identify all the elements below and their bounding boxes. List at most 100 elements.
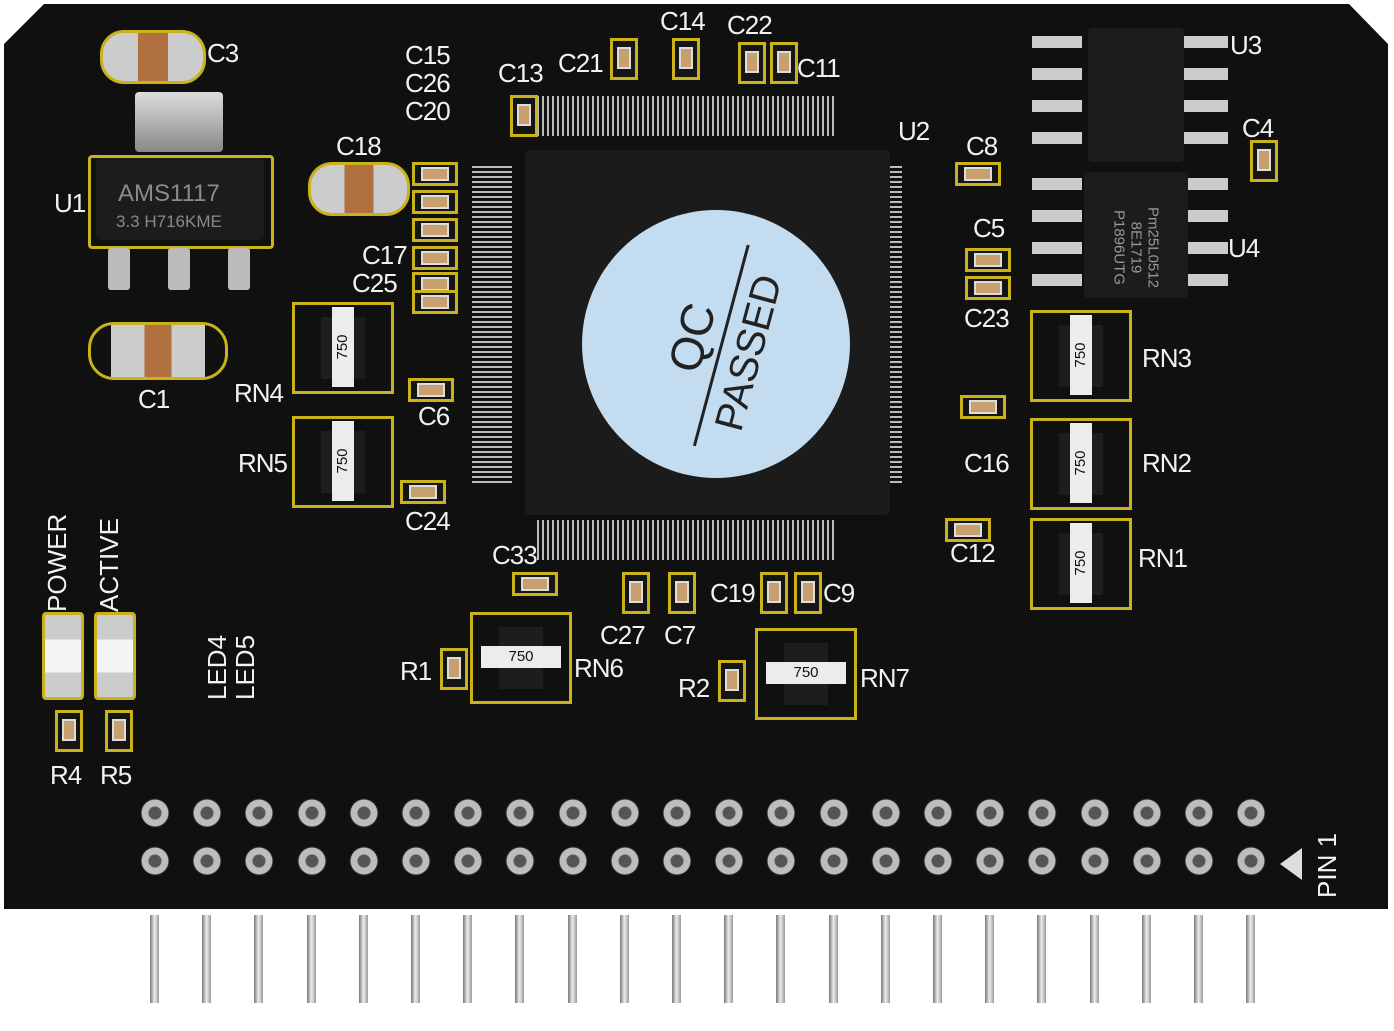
header-pin <box>985 915 995 1003</box>
label-r2: R2 <box>678 673 710 703</box>
header-pin <box>933 915 942 1003</box>
label-c12: C12 <box>950 538 996 568</box>
label-c25: C25 <box>352 268 398 298</box>
led5 <box>94 612 136 700</box>
header-hole-top <box>401 798 431 828</box>
header-pin <box>515 915 525 1003</box>
smd-capacitor <box>672 38 700 80</box>
u3-chip <box>1088 28 1184 162</box>
header-hole-top <box>296 798 327 828</box>
led4 <box>42 612 84 700</box>
label-c18: C18 <box>336 131 382 161</box>
regulator-pin <box>168 248 190 290</box>
label-c7: C7 <box>664 620 696 650</box>
header-pin <box>1089 915 1099 1003</box>
header-hole-bottom <box>923 846 953 876</box>
label-c3: C3 <box>207 38 239 68</box>
label-rn4: RN4 <box>234 378 284 408</box>
header-pin <box>567 915 577 1003</box>
header-hole-bottom <box>1079 846 1110 876</box>
header-pin <box>1194 915 1203 1003</box>
smd-capacitor <box>510 95 538 137</box>
label-c21: C21 <box>558 48 604 78</box>
header-pin <box>672 915 681 1003</box>
label-c16: C16 <box>964 448 1010 478</box>
u4-chip: Pm25L0512 8E1719 P1896UTG <box>1084 172 1188 298</box>
header-hole-bottom <box>766 846 797 876</box>
label-u2: U2 <box>898 116 930 146</box>
resistor-network-value: 750 <box>332 307 354 387</box>
header-hole-top <box>244 798 275 828</box>
smd-capacitor <box>718 660 746 702</box>
header-hole-bottom <box>192 846 223 876</box>
label-c5: C5 <box>973 213 1005 243</box>
label-c27: C27 <box>600 620 646 650</box>
header-pin <box>828 915 838 1003</box>
header-hole-bottom <box>296 846 327 876</box>
label-c22: C22 <box>727 10 773 40</box>
smd-capacitor <box>412 290 458 314</box>
smd-capacitor <box>738 42 766 84</box>
label-c8: C8 <box>966 131 998 161</box>
label-c1: C1 <box>138 384 170 414</box>
header-pin <box>1141 915 1151 1003</box>
label-c9: C9 <box>823 578 855 608</box>
header-pin <box>463 915 473 1003</box>
pin1-triangle-icon <box>1280 848 1302 880</box>
header-hole-bottom <box>140 846 170 876</box>
header-hole-bottom <box>453 846 484 876</box>
header-pin <box>1246 915 1256 1003</box>
header-hole-top <box>662 798 692 828</box>
header-pin <box>1037 915 1047 1003</box>
cap-c1 <box>88 322 228 380</box>
header-hole-top <box>975 798 1006 828</box>
smd-capacitor <box>622 572 650 614</box>
smd-capacitor <box>955 162 1001 186</box>
label-c20: C20 <box>405 96 451 126</box>
smd-capacitor <box>610 38 638 80</box>
resistor-network-value: 750 <box>481 646 561 668</box>
header-pin <box>619 915 629 1003</box>
header-hole-bottom <box>348 846 379 876</box>
smd-capacitor <box>412 218 458 242</box>
header-hole-top <box>870 798 901 828</box>
header-hole-top <box>453 798 484 828</box>
header-hole-top <box>1184 798 1214 828</box>
label-rn3: RN3 <box>1142 343 1192 373</box>
header-hole-top <box>923 798 953 828</box>
header-hole-top <box>192 798 223 828</box>
label-rn6: RN6 <box>574 653 624 683</box>
header-pin <box>254 915 264 1003</box>
label-u4: U4 <box>1228 233 1260 263</box>
label-u1: U1 <box>54 188 86 218</box>
resistor-network-value: 750 <box>766 662 846 684</box>
label-c13: C13 <box>498 58 544 88</box>
header-pin <box>411 915 420 1003</box>
label-c19: C19 <box>710 578 756 608</box>
smd-capacitor <box>668 572 696 614</box>
header-hole-bottom <box>505 846 536 876</box>
regulator-marking-1: AMS1117 <box>118 180 220 207</box>
header-hole-bottom <box>401 846 431 876</box>
label-rn7: RN7 <box>860 663 910 693</box>
header-hole-top <box>766 798 797 828</box>
label-c17: C17 <box>362 240 408 270</box>
header-pin <box>202 915 212 1003</box>
label-rn1: RN1 <box>1138 543 1188 573</box>
resistor-network-value: 750 <box>1070 423 1092 503</box>
smd-capacitor <box>400 480 446 504</box>
header-hole-bottom <box>609 846 640 876</box>
label-rn2: RN2 <box>1142 448 1192 478</box>
header-hole-bottom <box>975 846 1006 876</box>
smd-capacitor <box>965 248 1011 272</box>
label-c14: C14 <box>660 6 706 36</box>
header-pin <box>776 915 786 1003</box>
regulator-marking-2: 3.3 H716KME <box>116 212 222 231</box>
label-r4: R4 <box>50 760 82 790</box>
smd-capacitor <box>412 190 458 214</box>
regulator-outline <box>88 155 274 249</box>
header-hole-top <box>505 798 536 828</box>
smd-capacitor <box>55 710 83 752</box>
label-c4: C4 <box>1242 113 1274 143</box>
smd-capacitor <box>945 518 991 542</box>
